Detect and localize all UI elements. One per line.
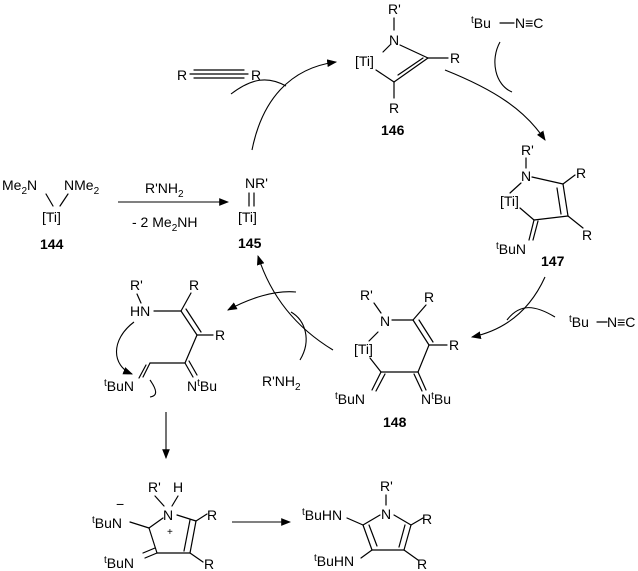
isocyanide-reagent-top: tBu N≡C [471, 15, 543, 31]
arrow-147-to-148 [470, 276, 546, 339]
svg-text:R': R' [521, 142, 534, 158]
compound-number-144: 144 [40, 236, 64, 252]
svg-text:HN: HN [130, 303, 150, 319]
electron-pushing-arrow [116, 321, 135, 375]
svg-text:N≡C: N≡C [515, 15, 543, 31]
svg-text:N: N [380, 313, 390, 329]
svg-text:tBuHN: tBuHN [314, 553, 354, 569]
ti-label: [Ti] [42, 209, 61, 225]
svg-text:−: − [116, 496, 124, 512]
reagent-amine: R'NH2 [145, 180, 184, 200]
svg-text:tBu: tBu [569, 314, 589, 330]
svg-text:H: H [173, 479, 183, 495]
intermediate-zwitterion: R' H N + R R tBuN − tBuN [92, 479, 217, 571]
svg-text:N≡C: N≡C [607, 314, 635, 330]
svg-text:R: R [251, 67, 261, 83]
svg-text:R': R' [380, 478, 393, 494]
svg-text:N: N [389, 32, 399, 48]
svg-text:tBuN: tBuN [335, 391, 365, 407]
svg-text:Me2N: Me2N [2, 177, 37, 197]
compound-number-145: 145 [238, 235, 262, 251]
svg-text:NR': NR' [245, 175, 268, 191]
svg-text:R: R [576, 165, 586, 181]
intermediate-enamine: R' HN R R tBuN NtBu [104, 277, 225, 398]
svg-text:tBuN: tBuN [92, 515, 122, 531]
svg-text:R': R' [388, 1, 401, 17]
svg-text:R: R [215, 327, 225, 343]
byproduct-dimethylamine: - 2 Me2NH [132, 214, 197, 234]
svg-text:tBuN: tBuN [104, 378, 134, 394]
svg-text:R: R [207, 507, 217, 523]
svg-text:N: N [521, 168, 531, 184]
compound-144: Me2N NMe2 [Ti] 144 [2, 177, 100, 252]
svg-text:R: R [177, 67, 187, 83]
svg-text:R: R [417, 556, 427, 571]
arrow-146-to-147 [444, 69, 546, 141]
svg-text:R': R' [148, 479, 161, 495]
arrow-148-to-intermediate [227, 291, 297, 311]
svg-text:R': R' [360, 287, 373, 303]
svg-text:tBuN: tBuN [496, 241, 526, 257]
svg-text:tBuN: tBuN [104, 555, 134, 571]
compound-148: R' N R R [Ti] tBuN NtBu 148 [335, 287, 459, 430]
svg-text:R: R [450, 50, 460, 66]
svg-text:R: R [449, 337, 459, 353]
svg-text:R: R [424, 289, 434, 305]
svg-text:NtBu: NtBu [421, 391, 451, 407]
svg-text:R: R [422, 511, 432, 527]
svg-text:N: N [163, 507, 173, 523]
compound-number-146: 146 [381, 122, 405, 138]
svg-text:NMe2: NMe2 [64, 177, 100, 197]
svg-text:[Ti]: [Ti] [354, 341, 373, 357]
svg-text:tBuHN: tBuHN [302, 507, 342, 523]
svg-text:NtBu: NtBu [187, 378, 217, 394]
svg-text:[Ti]: [Ti] [355, 53, 374, 69]
reagent-amine-second: R'NH2 [262, 373, 301, 393]
arrow-145-to-146 [251, 59, 338, 151]
compound-146: R' N [Ti] R R 146 [355, 1, 460, 138]
product-diaminopyrrole: R' N R R tBuHN tBuHN [302, 478, 432, 571]
alkyne-reagent: R R [177, 67, 261, 83]
compound-147: R' N R R [Ti] tBuN 147 [496, 142, 592, 269]
svg-text:R: R [582, 227, 592, 243]
svg-text:+: + [167, 527, 173, 538]
svg-text:N: N [381, 506, 391, 522]
svg-text:[Ti]: [Ti] [500, 193, 519, 209]
isocyanide-reagent-bottom: tBu N≡C [569, 314, 635, 330]
compound-number-148: 148 [383, 414, 407, 430]
svg-text:[Ti]: [Ti] [238, 209, 257, 225]
svg-text:R': R' [130, 277, 143, 293]
arrow-148-to-145 [257, 254, 334, 351]
svg-text:R: R [189, 277, 199, 293]
compound-number-147: 147 [541, 253, 565, 269]
compound-145: NR' [Ti] 145 [238, 175, 268, 251]
svg-text:tBu: tBu [471, 15, 491, 31]
svg-text:R: R [389, 100, 399, 116]
svg-text:R: R [204, 556, 214, 571]
